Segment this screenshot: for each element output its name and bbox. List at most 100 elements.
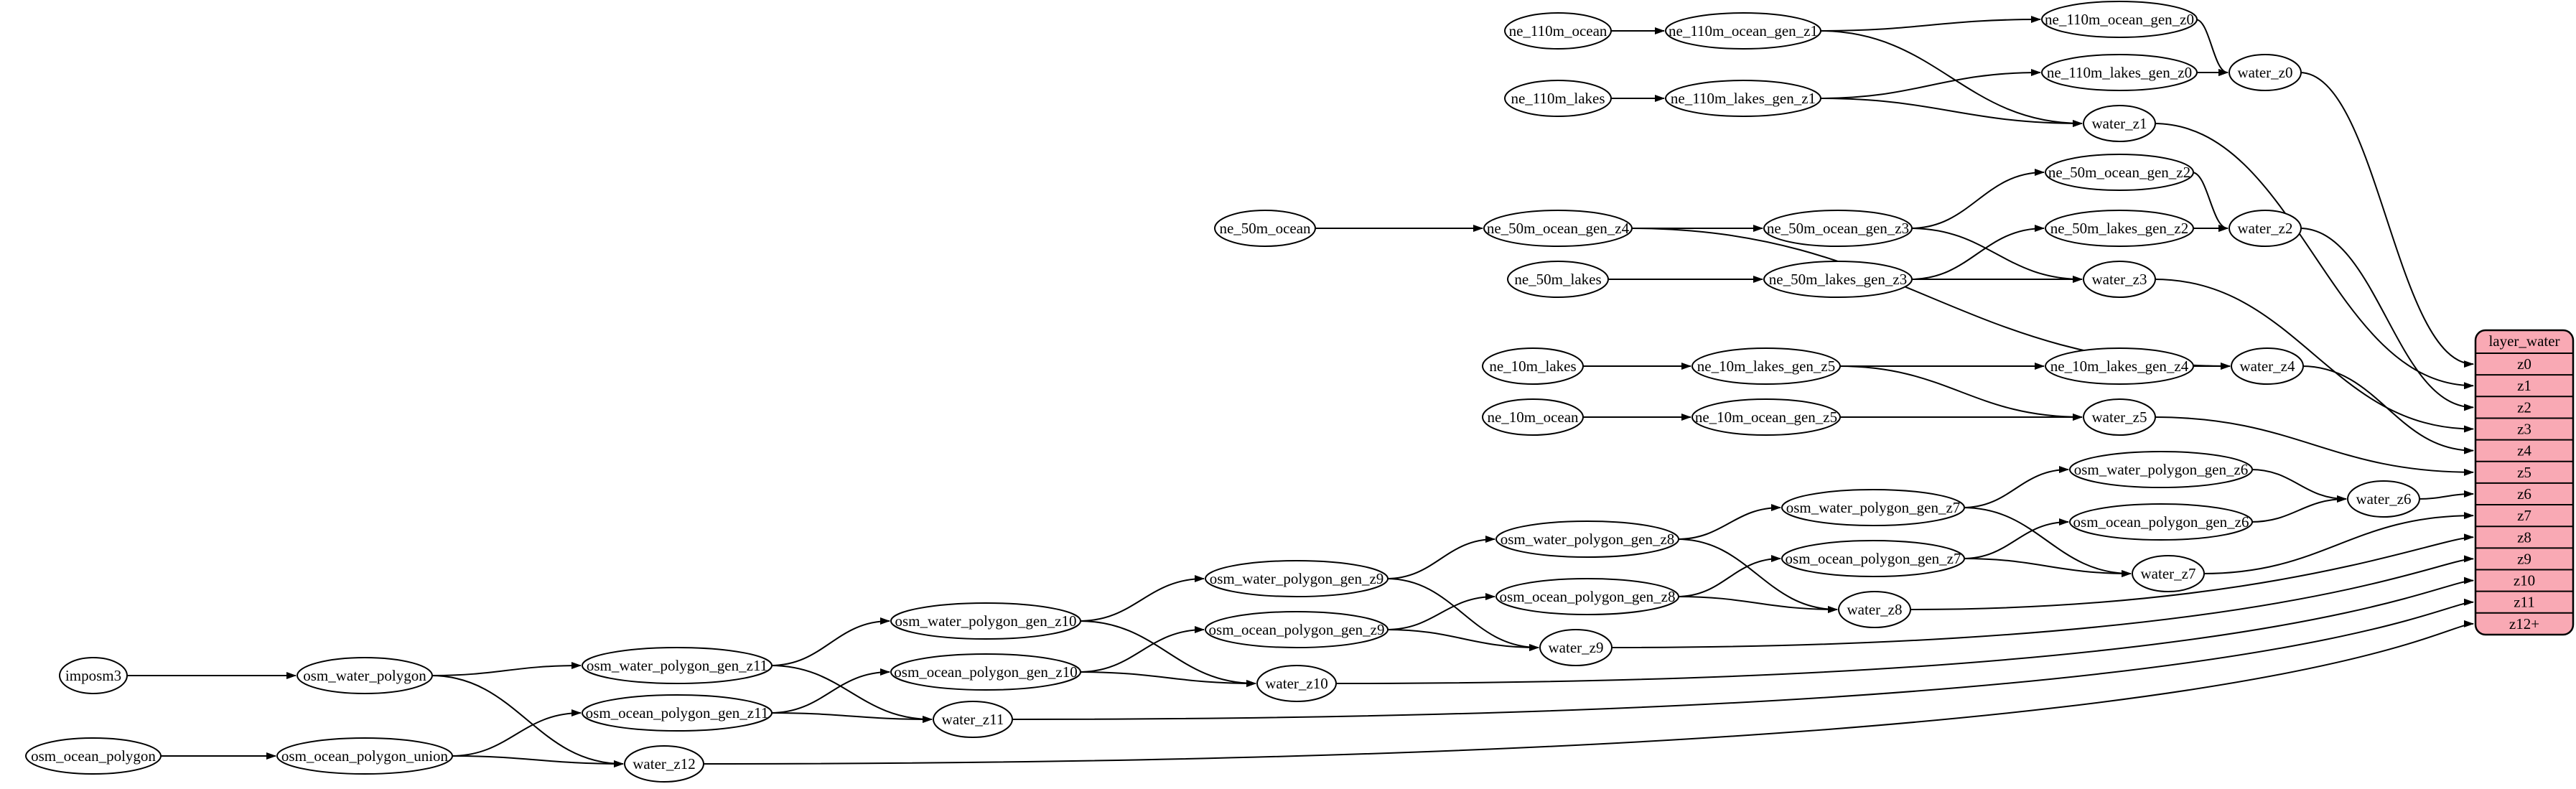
edge-water_z0-to-layer_water-z0 <box>2299 72 2474 368</box>
graph-node-ne_50m_lakes-shape <box>1507 261 1609 298</box>
edge-osm_water_polygon_gen_z7-to-osm_water_polygon_gen_z6 <box>1962 466 2069 508</box>
graph-node-osm_ocean_polygon-label: osm_ocean_polygon <box>31 747 156 765</box>
graph-node-ne_110m_lakes-shape <box>1504 80 1612 117</box>
graph-node-ne_110m_ocean-label: ne_110m_ocean <box>1509 22 1607 39</box>
edge-ne_50m_ocean_gen_z4-to-water_z4 <box>1630 228 2231 370</box>
edge-osm_water_polygon_gen_z7-to-water_z7 <box>1962 507 2132 577</box>
edge-ne_50m_ocean_gen_z2-to-water_z2 <box>2191 172 2229 232</box>
graph-node-ne_10m_ocean-shape <box>1482 398 1584 436</box>
layer-water-row-z7: z7 <box>2517 507 2531 524</box>
graph-node-ne_10m_lakes_gen_z4: ne_10m_lakes_gen_z4 <box>2045 347 2194 385</box>
layer-water-row-z2: z2 <box>2517 398 2531 416</box>
graph-node-ne_110m_lakes_gen_z1: ne_110m_lakes_gen_z1 <box>1665 80 1821 117</box>
graph-node-ne_110m_lakes-label: ne_110m_lakes <box>1511 90 1605 107</box>
edge-water_z2-to-layer_water-z2 <box>2299 228 2474 411</box>
edges-layer <box>126 16 2474 767</box>
graph-node-osm_ocean_polygon_gen_z11-label: osm_ocean_polygon_gen_z11 <box>586 704 769 722</box>
graph-node-ne_50m_lakes_gen_z2-shape <box>2045 210 2194 247</box>
graph-node-ne_50m_ocean-shape <box>1214 210 1316 247</box>
graph-node-osm_water_polygon_gen_z10: osm_water_polygon_gen_z10 <box>890 602 1081 640</box>
graph-node-water_z8-shape <box>1838 591 1911 628</box>
graph-node-osm_ocean_polygon_gen_z9: osm_ocean_polygon_gen_z9 <box>1205 611 1389 648</box>
edge-osm_water_polygon-to-water_z12 <box>430 675 624 767</box>
graph-node-osm_ocean_polygon_gen_z10-label: osm_ocean_polygon_gen_z10 <box>894 663 1077 681</box>
graph-node-osm_water_polygon_gen_z11: osm_water_polygon_gen_z11 <box>582 647 773 684</box>
edge-water_z12-to-layer_water-z12+ <box>701 620 2474 765</box>
graph-node-ne_50m_lakes_gen_z2: ne_50m_lakes_gen_z2 <box>2045 210 2194 247</box>
edge-ne_110m_ocean_gen_z1-to-ne_110m_ocean_gen_z0 <box>1819 16 2041 32</box>
graph-node-osm_ocean_polygon_gen_z10: osm_ocean_polygon_gen_z10 <box>890 653 1081 691</box>
graph-node-osm_ocean_polygon_gen_z6-shape <box>2069 503 2253 541</box>
edge-water_z7-to-layer_water-z7 <box>2202 512 2474 574</box>
graph-node-osm_water_polygon_gen_z9-shape <box>1205 560 1389 597</box>
graph-node-ne_110m_ocean: ne_110m_ocean <box>1504 12 1612 50</box>
edge-water_z11-to-layer_water-z11 <box>1010 598 2474 720</box>
edge-osm_ocean_polygon_union-to-osm_ocean_polygon_gen_z11 <box>450 709 582 757</box>
graph-node-osm_water_polygon_gen_z10-shape <box>890 602 1081 640</box>
layer-water-row-z9: z9 <box>2517 550 2531 567</box>
layer-water-row-z5: z5 <box>2517 464 2531 481</box>
graph-node-water_z10: water_z10 <box>1256 665 1337 702</box>
graph-node-water_z6-label: water_z6 <box>2356 490 2412 508</box>
graph-node-ne_110m_ocean_gen_z1-shape <box>1665 12 1821 50</box>
edge-osm_water_polygon_gen_z11-to-water_z11 <box>770 665 933 723</box>
graph-node-ne_110m_lakes_gen_z0: ne_110m_lakes_gen_z0 <box>2041 54 2198 91</box>
edge-osm_ocean_polygon_gen_z8-to-osm_ocean_polygon_gen_z7 <box>1676 555 1781 597</box>
graph-node-osm_ocean_polygon_gen_z9-shape <box>1205 611 1389 648</box>
edge-ne_110m_ocean_gen_z1-to-water_z1 <box>1819 30 2083 127</box>
graph-node-ne_50m_ocean_gen_z4: ne_50m_ocean_gen_z4 <box>1483 210 1633 247</box>
graph-node-ne_50m_ocean_gen_z3-label: ne_50m_ocean_gen_z3 <box>1767 220 1909 237</box>
layer-water-row-z11: z11 <box>2514 594 2535 611</box>
graph-node-osm_water_polygon_gen_z7-label: osm_water_polygon_gen_z7 <box>1786 499 1961 516</box>
graph-node-water_z3-shape <box>2083 261 2156 298</box>
graph-node-ne_110m_lakes: ne_110m_lakes <box>1504 80 1612 117</box>
edge-osm_ocean_polygon_gen_z7-to-water_z7 <box>1962 558 2132 577</box>
layer-water-row-z1: z1 <box>2517 377 2531 394</box>
graph-node-osm_water_polygon-shape <box>297 657 433 694</box>
edge-ne_110m_lakes_gen_z1-to-water_z1 <box>1819 98 2083 127</box>
edge-ne_50m_ocean_gen_z3-to-ne_50m_ocean_gen_z2 <box>1910 169 2045 229</box>
graph-node-imposm3: imposm3 <box>59 657 128 694</box>
graph-node-osm_ocean_polygon_gen_z8-shape <box>1495 578 1679 615</box>
graph-node-water_z8-label: water_z8 <box>1847 601 1903 618</box>
graph-node-ne_110m_ocean_gen_z0: ne_110m_ocean_gen_z0 <box>2041 1 2198 38</box>
graph-node-water_z0-label: water_z0 <box>2238 64 2293 81</box>
graph-node-ne_10m_lakes_gen_z5: ne_10m_lakes_gen_z5 <box>1691 347 1841 385</box>
graph-node-water_z6-shape <box>2347 480 2420 518</box>
graph-node-ne_50m_ocean_gen_z2-label: ne_50m_ocean_gen_z2 <box>2048 164 2190 181</box>
edge-osm_ocean_polygon_union-to-water_z12 <box>450 755 624 767</box>
graph-node-osm_water_polygon_gen_z8: osm_water_polygon_gen_z8 <box>1495 520 1679 558</box>
graph-node-osm_ocean_polygon_gen_z9-label: osm_ocean_polygon_gen_z9 <box>1209 621 1385 638</box>
graph-node-osm_water_polygon_gen_z6-label: osm_water_polygon_gen_z6 <box>2074 461 2249 478</box>
edge-osm_ocean_polygon_gen_z7-to-osm_ocean_polygon_gen_z6 <box>1962 518 2069 559</box>
graph-node-ne_50m_lakes_gen_z2-label: ne_50m_lakes_gen_z2 <box>2050 220 2188 237</box>
graph-node-ne_110m_ocean_gen_z1-label: ne_110m_ocean_gen_z1 <box>1669 22 1818 39</box>
graph-node-water_z12-shape <box>624 745 704 783</box>
graph-node-ne_10m_lakes-shape <box>1482 347 1584 385</box>
graph-node-ne_50m_ocean: ne_50m_ocean <box>1214 210 1316 247</box>
graph-node-ne_110m_lakes_gen_z1-shape <box>1665 80 1821 117</box>
edge-ne_10m_lakes_gen_z5-to-water_z5 <box>1838 365 2083 421</box>
layer-water-row-z6: z6 <box>2517 485 2531 503</box>
graph-node-ne_10m_lakes_gen_z5-shape <box>1691 347 1841 385</box>
graph-node-water_z5-shape <box>2083 398 2156 436</box>
edge-osm_ocean_polygon_gen_z10-to-osm_ocean_polygon_gen_z9 <box>1078 626 1205 673</box>
graph-node-osm_ocean_polygon-shape <box>25 737 162 775</box>
edge-water_z5-to-layer_water-z5 <box>2153 416 2474 476</box>
graph-node-osm_water_polygon_gen_z11-shape <box>582 647 773 684</box>
graph-node-ne_10m_ocean-label: ne_10m_ocean <box>1487 408 1579 426</box>
layer-water-row-z12+: z12+ <box>2509 615 2539 632</box>
edge-ne_110m_lakes_gen_z1-to-ne_110m_lakes_gen_z0 <box>1819 69 2041 99</box>
table-layer: layer_waterz0z1z2z3z4z5z6z7z8z9z10z11z12… <box>2474 329 2575 636</box>
graph-node-water_z11: water_z11 <box>933 701 1013 738</box>
graph-node-ne_50m_ocean_gen_z3-shape <box>1763 210 1913 247</box>
graph-node-imposm3-label: imposm3 <box>65 667 121 684</box>
graph-node-osm_ocean_polygon_gen_z11: osm_ocean_polygon_gen_z11 <box>582 694 773 732</box>
edge-osm_ocean_polygon_gen_z11-to-water_z11 <box>770 712 933 723</box>
graph-node-water_z4-label: water_z4 <box>2240 358 2295 375</box>
graph-node-osm_water_polygon-label: osm_water_polygon <box>303 667 426 684</box>
edge-osm_ocean_polygon_gen_z6-to-water_z6 <box>2250 495 2347 523</box>
edge-osm_ocean_polygon_gen_z8-to-water_z8 <box>1676 596 1838 613</box>
graph-node-osm_water_polygon_gen_z8-label: osm_water_polygon_gen_z8 <box>1501 531 1675 548</box>
